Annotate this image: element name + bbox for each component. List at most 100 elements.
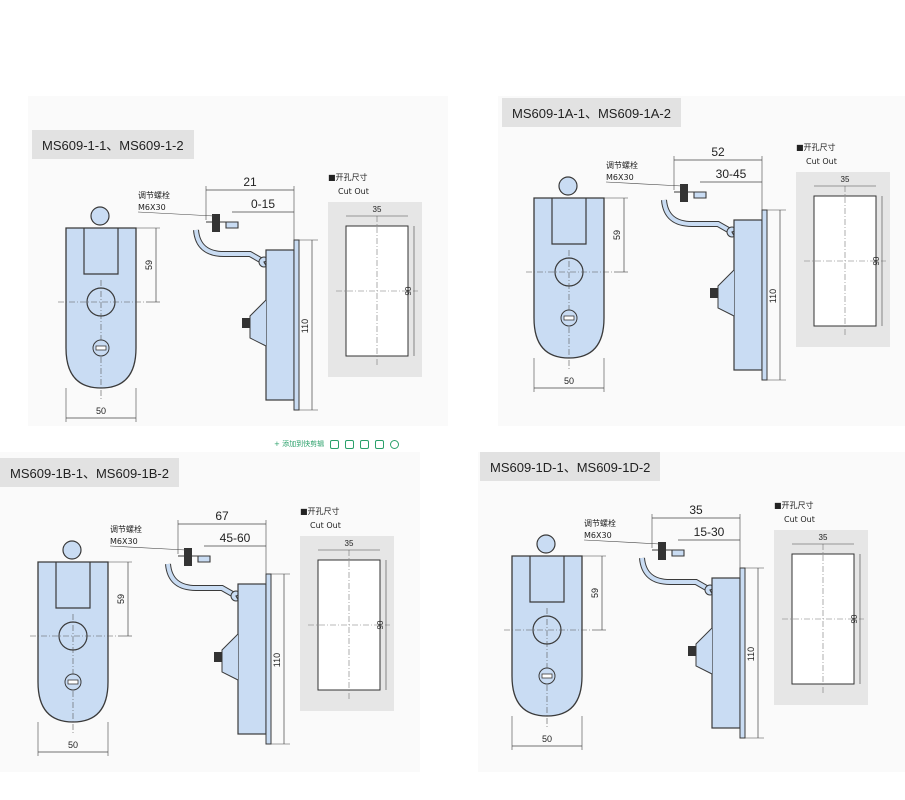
latch-body-side [265, 249, 295, 401]
key-slot [563, 315, 575, 321]
cutout-width-label: 35 [841, 175, 850, 184]
cutout-cn-label: ■开孔尺寸 [300, 506, 340, 516]
settings-icon[interactable] [390, 439, 400, 449]
cutout-cn-label: ■开孔尺寸 [774, 500, 814, 510]
dimension-110-label: 110 [300, 319, 310, 333]
hinge-knob [536, 534, 556, 554]
key-slot [95, 345, 107, 351]
bookmark-icon[interactable] [330, 439, 340, 449]
dimension-50-label: 50 [542, 734, 552, 744]
mount-flange [761, 209, 768, 381]
key-slot [541, 673, 553, 679]
hook-arm-fill [194, 229, 265, 264]
bolt-spec-label: M6X30 [584, 531, 612, 540]
adjust-range-label: 15-30 [694, 525, 725, 539]
add-to-clip-button[interactable]: + 添加到快剪辑 [274, 440, 325, 448]
dimension-59-label: 59 [144, 260, 154, 270]
latch-body-side [237, 583, 267, 735]
dimension-top-label: 21 [243, 175, 257, 189]
adjust-bolt [674, 191, 707, 199]
panel-title: MS609-1A-1、MS609-1A-2 [502, 98, 681, 127]
latch-drawing-4: 50 59 110 35 15-30 调节螺栓 M6X30 ■开孔尺寸 Cut Out 35 90 [504, 500, 868, 750]
dimension-110-label: 110 [768, 289, 778, 303]
side-boss [221, 633, 239, 681]
handle-slot [83, 228, 119, 275]
bolt-nut [658, 542, 666, 560]
cutout-cn-label: ■开孔尺寸 [328, 172, 368, 182]
adjust-bolt-label: 调节螺栓 [110, 524, 142, 534]
dimension-59-label: 59 [116, 594, 126, 604]
hook-arm-fill [662, 199, 733, 234]
dimension-110-label: 110 [272, 653, 282, 667]
cutout-en-label: Cut Out [784, 515, 815, 524]
dimension-top-label: 35 [689, 503, 703, 517]
callout-leader [605, 181, 683, 187]
bolt-spec-label: M6X30 [606, 173, 634, 182]
handle-slot [551, 198, 587, 245]
panel-title: MS609-1D-1、MS609-1D-2 [480, 452, 661, 481]
cutout-height-label: 90 [376, 620, 385, 629]
image-icon[interactable] [360, 439, 370, 449]
hinge-knob [90, 206, 110, 226]
add-to-clip-label: 添加到快剪辑 [282, 440, 325, 448]
cutout-en-label: Cut Out [310, 521, 341, 530]
adjust-bolt-label: 调节螺栓 [584, 518, 616, 528]
dimension-110-label: 110 [746, 647, 756, 661]
bolt-nut [184, 548, 192, 566]
hinge-knob [558, 176, 578, 196]
adjust-range-label: 45-60 [220, 531, 251, 545]
mount-flange [739, 567, 746, 739]
bolt-nut [212, 214, 220, 232]
dimension-50-label: 50 [68, 740, 78, 750]
cutout-width-label: 35 [345, 539, 354, 548]
dimension-50-label: 50 [564, 376, 574, 386]
dimension-59-label: 59 [590, 588, 600, 598]
cutout-en-label: Cut Out [338, 187, 369, 196]
latch-drawing-1: 50 59 110 21 0-15 调节螺栓 M6X30 ■开孔尺寸 Cut Out 35 90 [58, 172, 422, 422]
callout-leader [583, 539, 661, 545]
panel-title: MS609-1-1、MS609-1-2 [32, 130, 194, 159]
cutout-cn-label: ■开孔尺寸 [796, 142, 836, 152]
hook-arm-fill [166, 563, 237, 598]
side-boss [695, 627, 713, 675]
adjust-range-label: 30-45 [716, 167, 747, 181]
dimension-top-label: 67 [215, 509, 229, 523]
dimension-top-label: 52 [711, 145, 725, 159]
panel-title: MS609-1B-1、MS609-1B-2 [0, 458, 179, 487]
cutout-height-label: 90 [404, 286, 413, 295]
cutout-height-label: 90 [850, 614, 859, 623]
adjust-bolt [652, 549, 685, 557]
side-boss [249, 299, 267, 347]
bolt-nut [680, 184, 688, 202]
side-boss [717, 269, 735, 317]
clip-toolbar: + 添加到快剪辑 [274, 437, 400, 451]
adjust-bolt-label: 调节螺栓 [606, 160, 638, 170]
cutout-en-label: Cut Out [806, 157, 837, 166]
share-icon[interactable] [375, 439, 385, 449]
cutout-width-label: 35 [373, 205, 382, 214]
grid-icon[interactable] [345, 439, 355, 449]
side-nut [688, 646, 696, 656]
bolt-spec-label: M6X30 [138, 203, 166, 212]
callout-leader [137, 211, 215, 217]
adjust-range-label: 0-15 [251, 197, 275, 211]
adjust-bolt [178, 555, 211, 563]
side-nut [214, 652, 222, 662]
dimension-59-label: 59 [612, 230, 622, 240]
mount-flange [293, 239, 300, 411]
handle-slot [55, 562, 91, 609]
cutout-width-label: 35 [819, 533, 828, 542]
callout-leader [109, 545, 187, 551]
key-slot [67, 679, 79, 685]
latch-body-side [711, 577, 741, 729]
bolt-spec-label: M6X30 [110, 537, 138, 546]
adjust-bolt-label: 调节螺栓 [138, 190, 170, 200]
mount-flange [265, 573, 272, 745]
hook-arm-fill [640, 557, 711, 592]
side-nut [242, 318, 250, 328]
handle-slot [529, 556, 565, 603]
latch-drawing-3: 50 59 110 67 45-60 调节螺栓 M6X30 ■开孔尺寸 Cut Out 35 90 [30, 506, 394, 756]
side-nut [710, 288, 718, 298]
cutout-height-label: 90 [872, 256, 881, 265]
dimension-50-label: 50 [96, 406, 106, 416]
